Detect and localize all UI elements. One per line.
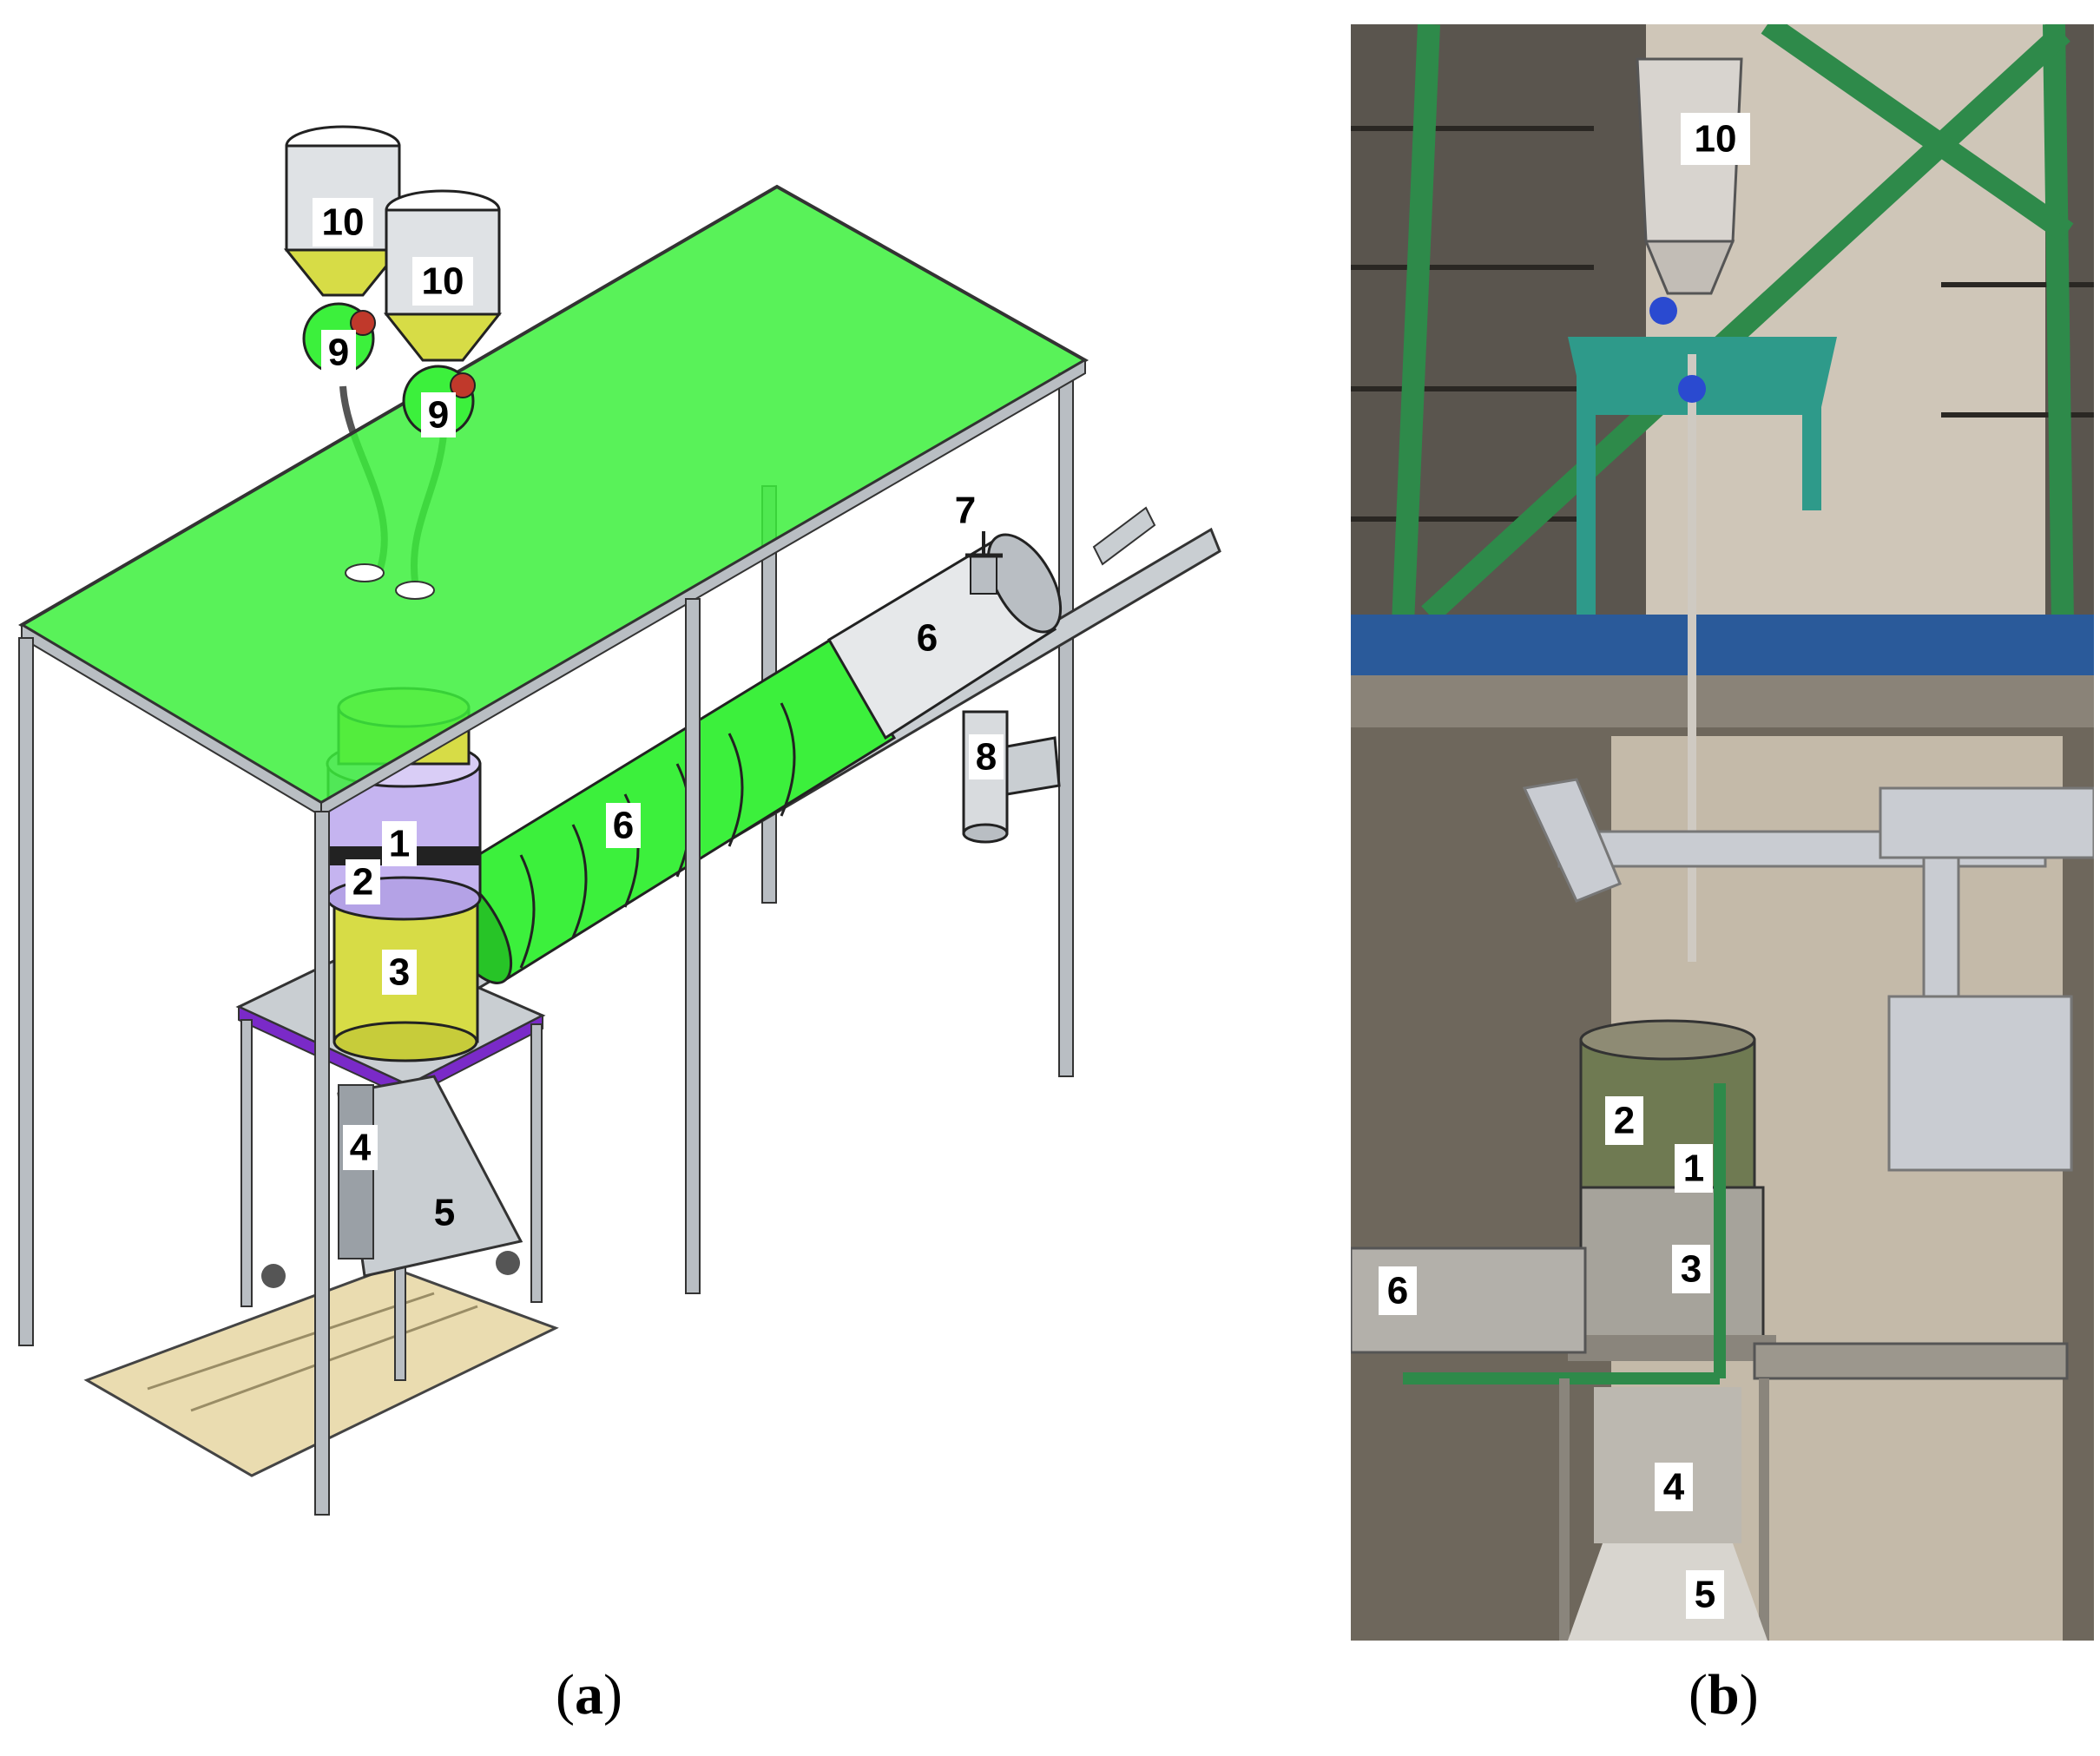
ash-bin [261, 1075, 523, 1288]
photo-label-4: 4 [1663, 1466, 1685, 1509]
label-9-right: 9 [428, 394, 449, 437]
photo-green-frame [1392, 24, 2074, 624]
label-1: 1 [389, 823, 410, 865]
label-7: 7 [955, 490, 976, 532]
frame-leg [685, 598, 701, 1294]
label-3: 3 [389, 951, 410, 994]
caption-b-letter: b [1707, 1663, 1740, 1726]
cad-drawing: 10 10 9 9 7 6 8 6 1 2 3 4 5 [18, 125, 1221, 1516]
photo-label-3: 3 [1681, 1248, 1702, 1291]
end-flange [965, 531, 1003, 595]
frame-leg [314, 811, 330, 1516]
label-10-left: 10 [322, 201, 365, 244]
photo-platform [1351, 615, 2094, 675]
label-8: 8 [976, 736, 997, 779]
caption-a-letter: a [574, 1663, 603, 1726]
frame-leg [18, 637, 34, 1346]
label-5: 5 [434, 1192, 455, 1234]
caption-a: (a) [556, 1663, 622, 1726]
photo-label-2: 2 [1614, 1100, 1635, 1142]
label-6-green: 6 [613, 805, 634, 847]
duct-pipe-steel [826, 533, 1063, 740]
photo-label-5: 5 [1695, 1574, 1715, 1616]
hopper [283, 125, 403, 297]
photo-insulated-pipe [1522, 778, 2094, 1172]
photo-reactor [1403, 1019, 1776, 1384]
photo-label-6: 6 [1387, 1270, 1408, 1312]
photo-label-10: 10 [1695, 118, 1737, 161]
frame-leg [1058, 372, 1074, 1077]
caption-b: (b) [1689, 1663, 1759, 1726]
label-2: 2 [352, 861, 373, 904]
label-4: 4 [350, 1127, 372, 1169]
photo-label-1: 1 [1683, 1148, 1704, 1190]
label-6-steel: 6 [917, 617, 938, 660]
installation-photo: 10 2 1 3 6 4 5 [1351, 24, 2094, 1641]
label-10-right: 10 [422, 260, 464, 303]
label-9-left: 9 [328, 332, 349, 374]
photo-feeder-stand [1568, 337, 1837, 615]
